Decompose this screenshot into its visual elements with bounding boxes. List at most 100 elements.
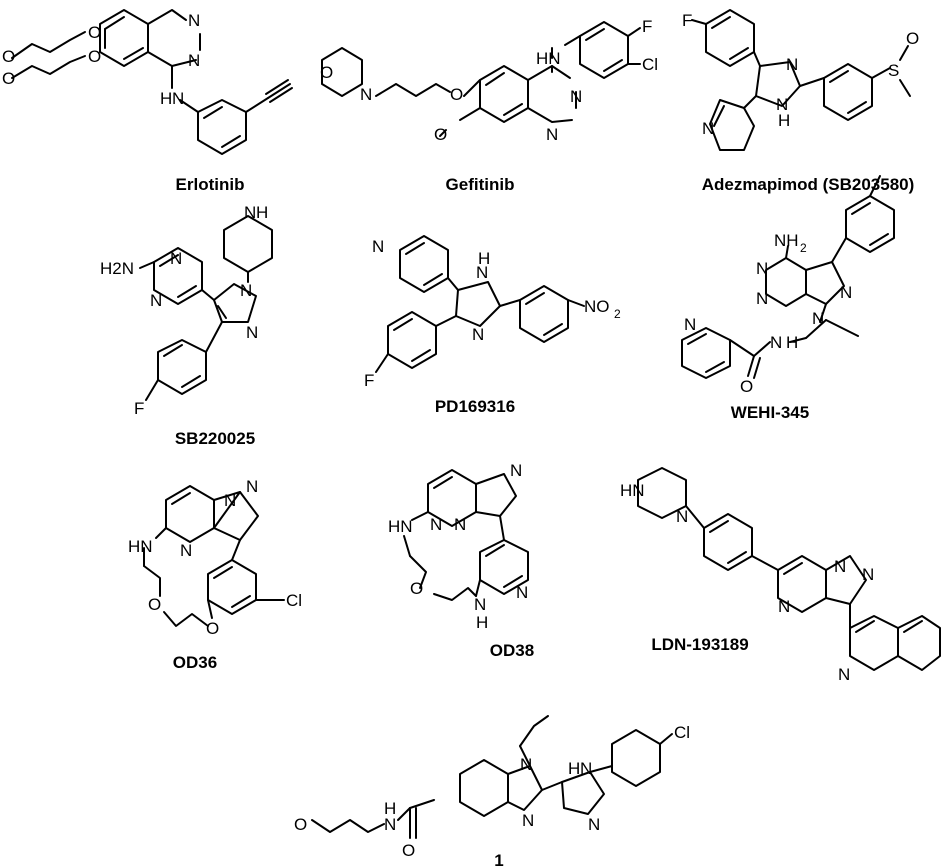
od38-atom-h: H bbox=[476, 613, 488, 632]
compound-od36: HN N N N O O Cl OD36 bbox=[128, 477, 302, 672]
compound1-caption: 1 bbox=[494, 851, 503, 868]
gefitinib-atom-o3: O bbox=[434, 125, 447, 144]
erlotinib-atom-n1: N bbox=[188, 11, 200, 30]
erlotinib-bonds bbox=[11, 9, 293, 155]
pd169316-atom-sub2: 2 bbox=[614, 307, 621, 321]
od36-atom-n2: N bbox=[224, 491, 236, 510]
gefitinib-atom-n3: N bbox=[546, 125, 558, 144]
ldn193189-atom-n2: N bbox=[834, 557, 846, 576]
wehi345-caption: WEHI-345 bbox=[731, 403, 809, 422]
adezmapimod-atom-f: F bbox=[682, 11, 692, 30]
gefitinib-atom-o1: O bbox=[320, 63, 333, 82]
od36-bonds bbox=[143, 485, 285, 627]
compound1-atom-o1: O bbox=[294, 815, 307, 834]
wehi345-atom-n2: N bbox=[756, 289, 768, 308]
erlotinib-caption: Erlotinib bbox=[176, 175, 245, 194]
wehi345-atom-n6: N bbox=[770, 333, 782, 352]
compound1-atom-n2: N bbox=[520, 755, 532, 774]
compound-ldn193189: HN N N N N N LDN-193189 bbox=[620, 467, 941, 684]
erlotinib-atom-h: H bbox=[160, 89, 172, 108]
compound1-atom-n5: N bbox=[588, 815, 600, 834]
wehi345-atom-o: O bbox=[740, 377, 753, 396]
sb220025-atom-h: H bbox=[256, 203, 268, 222]
gefitinib-atom-f: F bbox=[642, 17, 652, 36]
sb220025-atom-n2: N bbox=[170, 249, 182, 268]
od38-atom-n2: N bbox=[430, 515, 442, 534]
erlotinib-atom-n2: N bbox=[188, 51, 200, 70]
erlotinib-atom-o3: O bbox=[88, 47, 101, 66]
wehi345-atom-n1: N bbox=[756, 259, 768, 278]
compound-gefitinib: O N O O HN N N F Cl Gefitinib bbox=[320, 17, 658, 194]
compound1-atom-n1: N bbox=[384, 815, 396, 834]
sb220025-atom-h2n: H2N bbox=[100, 259, 134, 278]
compound1-atom-o2: O bbox=[402, 841, 415, 860]
ldn193189-atom-hn: HN bbox=[620, 481, 645, 500]
gefitinib-caption: Gefitinib bbox=[446, 175, 515, 194]
compound1-atom-cl: Cl bbox=[674, 723, 690, 742]
adezmapimod-atom-o: O bbox=[906, 29, 919, 48]
compound-1: O N H O N N N H N Cl 1 bbox=[294, 715, 690, 868]
erlotinib-atom-o1: O bbox=[88, 23, 101, 42]
adezmapimod-atom-n1: N bbox=[786, 55, 798, 74]
od36-atom-hn: HN bbox=[128, 537, 153, 556]
pd169316-atom-f: F bbox=[364, 371, 374, 390]
od38-atom-o: O bbox=[410, 579, 423, 598]
od38-caption: OD38 bbox=[490, 641, 534, 660]
compound-pd169316: N N H N NO 2 F PD169316 bbox=[364, 235, 621, 416]
od38-atom-n4: N bbox=[516, 583, 528, 602]
compound1-atom-h2: H bbox=[568, 759, 580, 778]
compound1-atom-n3: N bbox=[522, 811, 534, 830]
pd169316-caption: PD169316 bbox=[435, 397, 515, 416]
od38-atom-n5: N bbox=[474, 595, 486, 614]
wehi345-atom-sub2: 2 bbox=[800, 241, 807, 255]
od38-bonds bbox=[403, 469, 529, 601]
sb220025-atom-n3: N bbox=[150, 291, 162, 310]
pd169316-atom-n3: N bbox=[472, 325, 484, 344]
compound-wehi345: NH 2 N N N N N N H O WEHI-345 bbox=[681, 175, 895, 422]
ldn193189-atom-n3: N bbox=[862, 565, 874, 584]
sb220025-atom-n1: N bbox=[244, 203, 256, 222]
sb220025-bonds bbox=[139, 215, 273, 401]
ldn193189-atom-n4: N bbox=[778, 597, 790, 616]
wehi345-atom-n4: N bbox=[812, 309, 824, 328]
od36-atom-n1: N bbox=[180, 541, 192, 560]
adezmapimod-atom-h: H bbox=[778, 111, 790, 130]
adezmapimod-atom-n2: N bbox=[776, 95, 788, 114]
compound-erlotinib: O O O O N N N H Erlotinib bbox=[2, 9, 293, 194]
pd169316-atom-h: H bbox=[478, 249, 490, 268]
od36-atom-n3: N bbox=[246, 477, 258, 496]
sb220025-caption: SB220025 bbox=[175, 429, 255, 448]
pd169316-atom-n1: N bbox=[372, 237, 384, 256]
adezmapimod-bonds bbox=[691, 9, 911, 151]
wehi345-atom-n3: N bbox=[840, 283, 852, 302]
od36-atom-o2: O bbox=[206, 619, 219, 638]
compound1-bonds bbox=[311, 715, 673, 839]
wehi345-atom-nh: NH bbox=[774, 231, 799, 250]
ldn193189-caption: LDN-193189 bbox=[651, 635, 748, 654]
erlotinib-atom-n3: N bbox=[172, 89, 184, 108]
compound-adezmapimod: F N N H N S O Adezmapimod (SB203580) bbox=[682, 9, 919, 194]
adezmapimod-caption: Adezmapimod (SB203580) bbox=[702, 175, 915, 194]
wehi345-atom-h: H bbox=[786, 333, 798, 352]
od38-atom-n1: N bbox=[510, 461, 522, 480]
compound1-atom-n4: N bbox=[580, 759, 592, 778]
od38-atom-n3: N bbox=[454, 515, 466, 534]
ldn193189-bonds bbox=[637, 467, 941, 671]
ldn193189-atom-n5: N bbox=[838, 665, 850, 684]
compound1-atom-h1: H bbox=[384, 799, 396, 818]
erlotinib-atom-o2: O bbox=[2, 47, 15, 66]
od36-atom-cl: Cl bbox=[286, 591, 302, 610]
gefitinib-atom-o2: O bbox=[450, 85, 463, 104]
gefitinib-atom-hn: HN bbox=[536, 49, 561, 68]
adezmapimod-atom-s: S bbox=[888, 61, 899, 80]
sb220025-atom-n5: N bbox=[246, 323, 258, 342]
pd169316-atom-n2: N bbox=[476, 263, 488, 282]
gefitinib-bonds bbox=[321, 21, 641, 137]
sb220025-atom-f: F bbox=[134, 399, 144, 418]
gefitinib-atom-n2: N bbox=[570, 87, 582, 106]
adezmapimod-atom-n3: N bbox=[702, 119, 714, 138]
gefitinib-atom-cl: Cl bbox=[642, 55, 658, 74]
gefitinib-atom-n1: N bbox=[360, 85, 372, 104]
pd169316-atom-no: NO bbox=[584, 297, 610, 316]
